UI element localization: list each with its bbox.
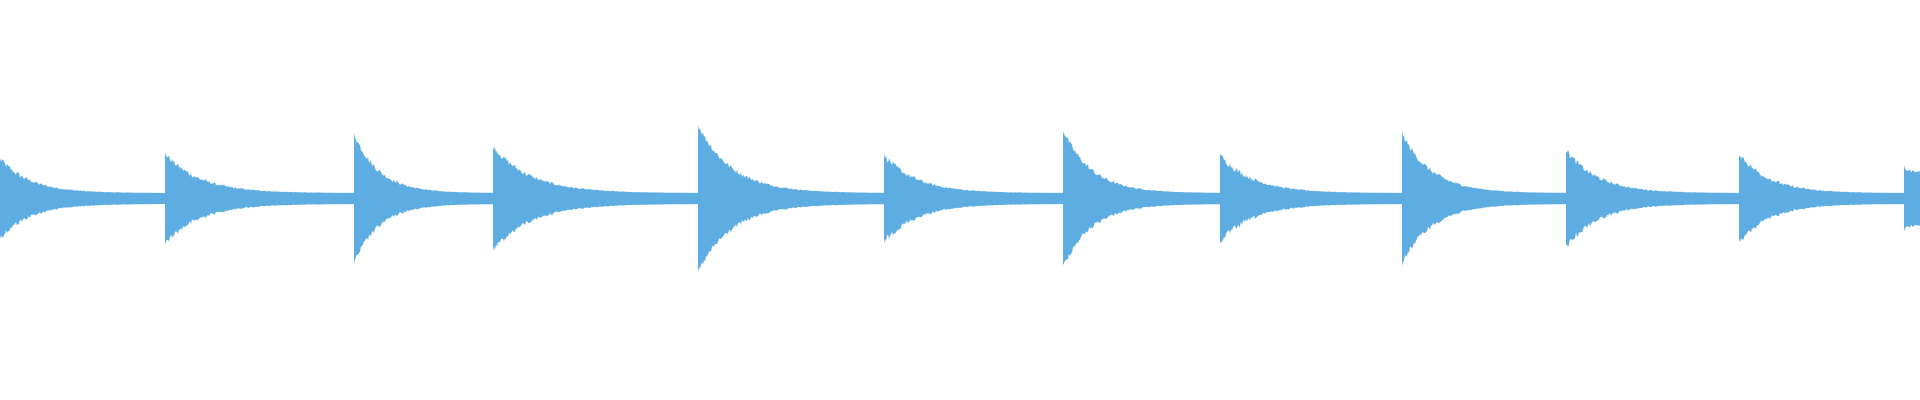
waveform-clip-10 (1566, 149, 1739, 248)
waveform-clip-3 (354, 132, 493, 265)
waveform-clips (0, 124, 1920, 273)
waveform-clip-1 (0, 158, 165, 239)
waveform-clip-7 (1063, 131, 1220, 266)
waveform-clip-9 (1402, 130, 1566, 267)
waveform-clip-6 (884, 153, 1063, 244)
waveform-clip-8 (1220, 154, 1402, 243)
waveform-clip-11 (1739, 155, 1904, 242)
waveform-clip-2 (165, 152, 354, 245)
waveform-clip-5 (698, 124, 884, 273)
waveform-clip-12 (1904, 165, 1920, 232)
waveform-clip-4 (493, 146, 698, 251)
